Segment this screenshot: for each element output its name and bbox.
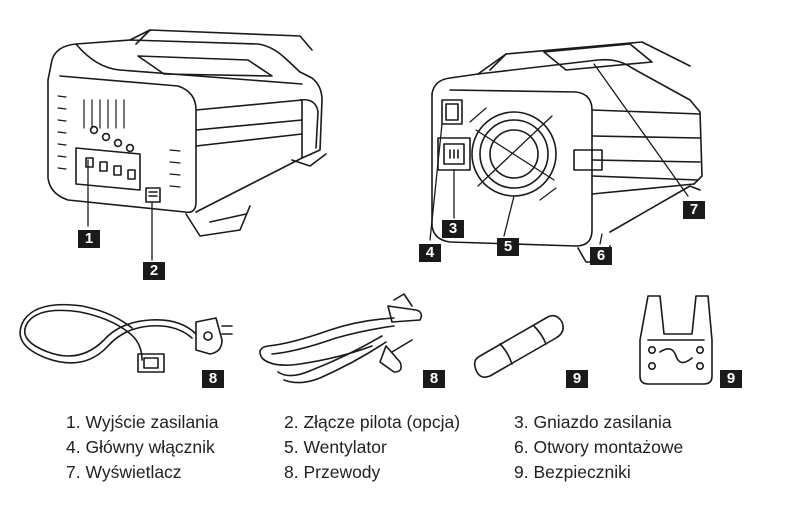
legend-item: 3. Gniazdo zasilania — [514, 412, 672, 432]
legend-item: 7. Wyświetlacz — [66, 462, 182, 482]
callout-9-blade-fuse: 9 — [720, 370, 742, 388]
legend-item: 6. Otwory montażowe — [514, 437, 684, 457]
blade-fuse — [639, 295, 713, 385]
legend-item: 9. Bezpieczniki — [514, 462, 631, 482]
legend-item: 2. Złącze pilota (opcja) — [284, 412, 461, 432]
parts-legend: 1. Wyjście zasilania 2. Złącze pilota (o… — [66, 410, 766, 485]
legend-item: 5. Wentylator — [284, 437, 387, 457]
callout-9-fuse: 9 — [566, 370, 588, 388]
legend-row: 1. Wyjście zasilania 2. Złącze pilota (o… — [66, 410, 766, 435]
callout-3: 3 — [442, 220, 464, 238]
callout-7: 7 — [683, 201, 705, 219]
callout-2: 2 — [143, 262, 165, 280]
power-cord — [19, 303, 233, 373]
callout-6: 6 — [590, 247, 612, 265]
callout-8-power-cord: 8 — [202, 370, 224, 388]
callout-1: 1 — [78, 230, 100, 248]
callout-4: 4 — [419, 244, 441, 262]
legend-item: 1. Wyjście zasilania — [66, 412, 219, 432]
product-diagram — [19, 29, 713, 385]
inverter-front-view — [429, 41, 703, 263]
fuse — [473, 314, 564, 378]
legend-row: 7. Wyświetlacz 8. Przewody 9. Bezpieczni… — [66, 460, 766, 485]
battery-cables — [259, 293, 423, 384]
inverter-rear-view — [47, 29, 327, 261]
legend-item: 4. Główny włącznik — [66, 437, 215, 457]
legend-row: 4. Główny włącznik 5. Wentylator 6. Otwo… — [66, 435, 766, 460]
legend-item: 8. Przewody — [284, 462, 381, 482]
callout-8-battery-cables: 8 — [423, 370, 445, 388]
callout-5: 5 — [497, 238, 519, 256]
